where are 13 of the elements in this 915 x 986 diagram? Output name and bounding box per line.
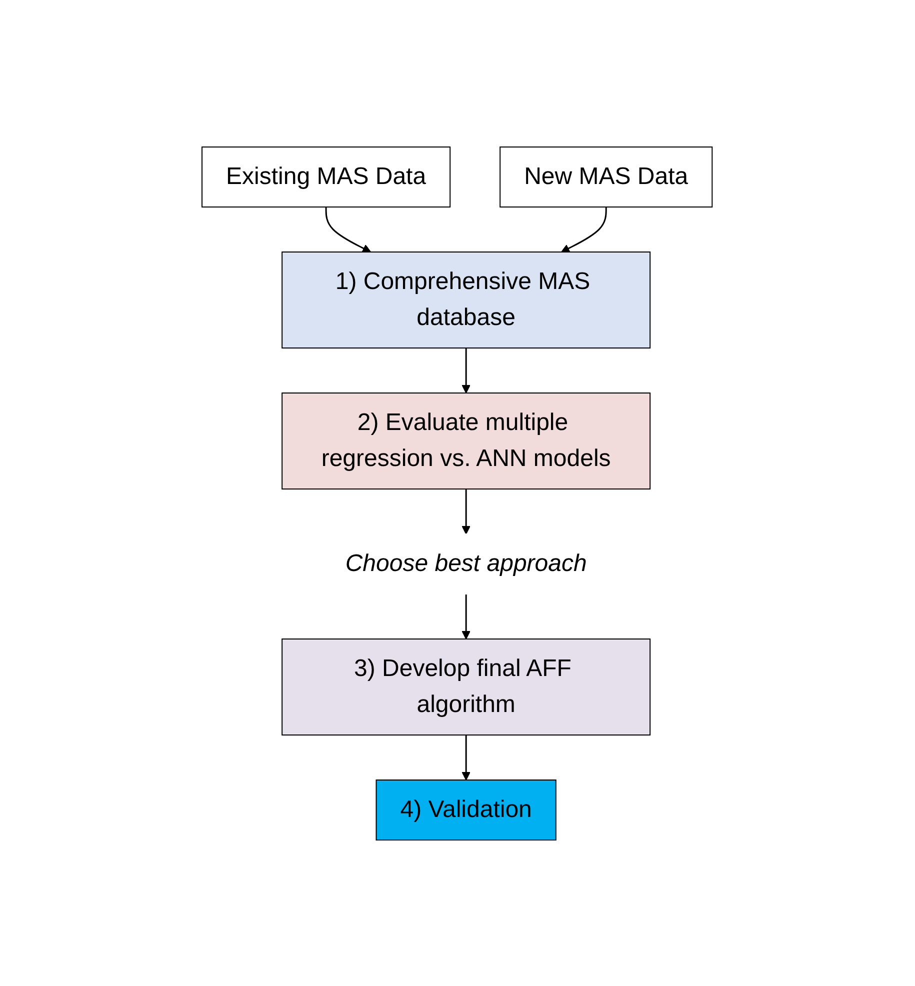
node-box: 4) Validation bbox=[376, 779, 557, 840]
node-text: Choose best approach bbox=[346, 550, 588, 576]
arrow bbox=[462, 348, 471, 393]
node-box: 3) Develop final AFF algorithm bbox=[282, 638, 651, 735]
arrow bbox=[462, 594, 471, 639]
node-box: 1) Comprehensive MAS database bbox=[282, 251, 651, 348]
node-box: 2) Evaluate multiple regression vs. ANN models bbox=[282, 392, 651, 489]
arrow bbox=[462, 734, 471, 780]
node-box: New MAS Data bbox=[500, 146, 714, 207]
arrow bbox=[462, 488, 471, 534]
arrow bbox=[561, 206, 608, 252]
node-box: Existing MAS Data bbox=[202, 146, 451, 207]
arrow bbox=[326, 206, 372, 252]
